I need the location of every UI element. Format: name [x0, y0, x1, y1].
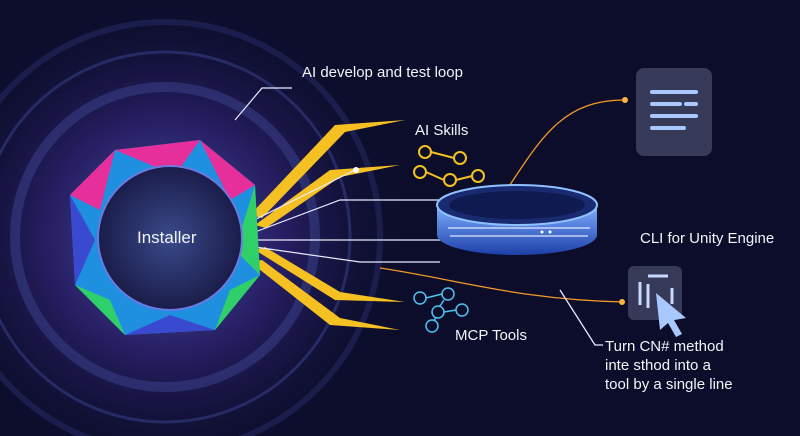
node-dot: [353, 167, 359, 173]
cli-label: CLI for Unity Engine: [640, 230, 775, 247]
white-lines: [234, 87, 440, 263]
mcp-label: MCP Tools: [455, 327, 527, 344]
orange-lines: [379, 99, 626, 346]
document-icon: [636, 68, 712, 156]
skills-icon: [413, 145, 485, 187]
installer-polyhedron: [70, 140, 260, 335]
yellow-connectors: [250, 120, 405, 330]
mcp-tools-icon: [413, 287, 469, 333]
installer-label: Installer: [137, 228, 197, 247]
orange-dot: [619, 299, 625, 305]
orange-dot: [622, 97, 628, 103]
cursor-tool-icon: [628, 266, 686, 337]
orbit-rings: [0, 19, 383, 436]
turn-line-3: tool by a single line: [605, 376, 733, 393]
turn-line-2: inte sthod into a: [605, 357, 711, 374]
turn-line-1: Turn CN# method: [605, 338, 724, 355]
turn-method-label: Turn CN# method inte sthod into a tool b…: [605, 337, 733, 394]
loop-label: AI develop and test loop: [302, 64, 463, 81]
skills-label: AI Skills: [415, 122, 469, 139]
cli-disk-icon: [436, 184, 598, 255]
